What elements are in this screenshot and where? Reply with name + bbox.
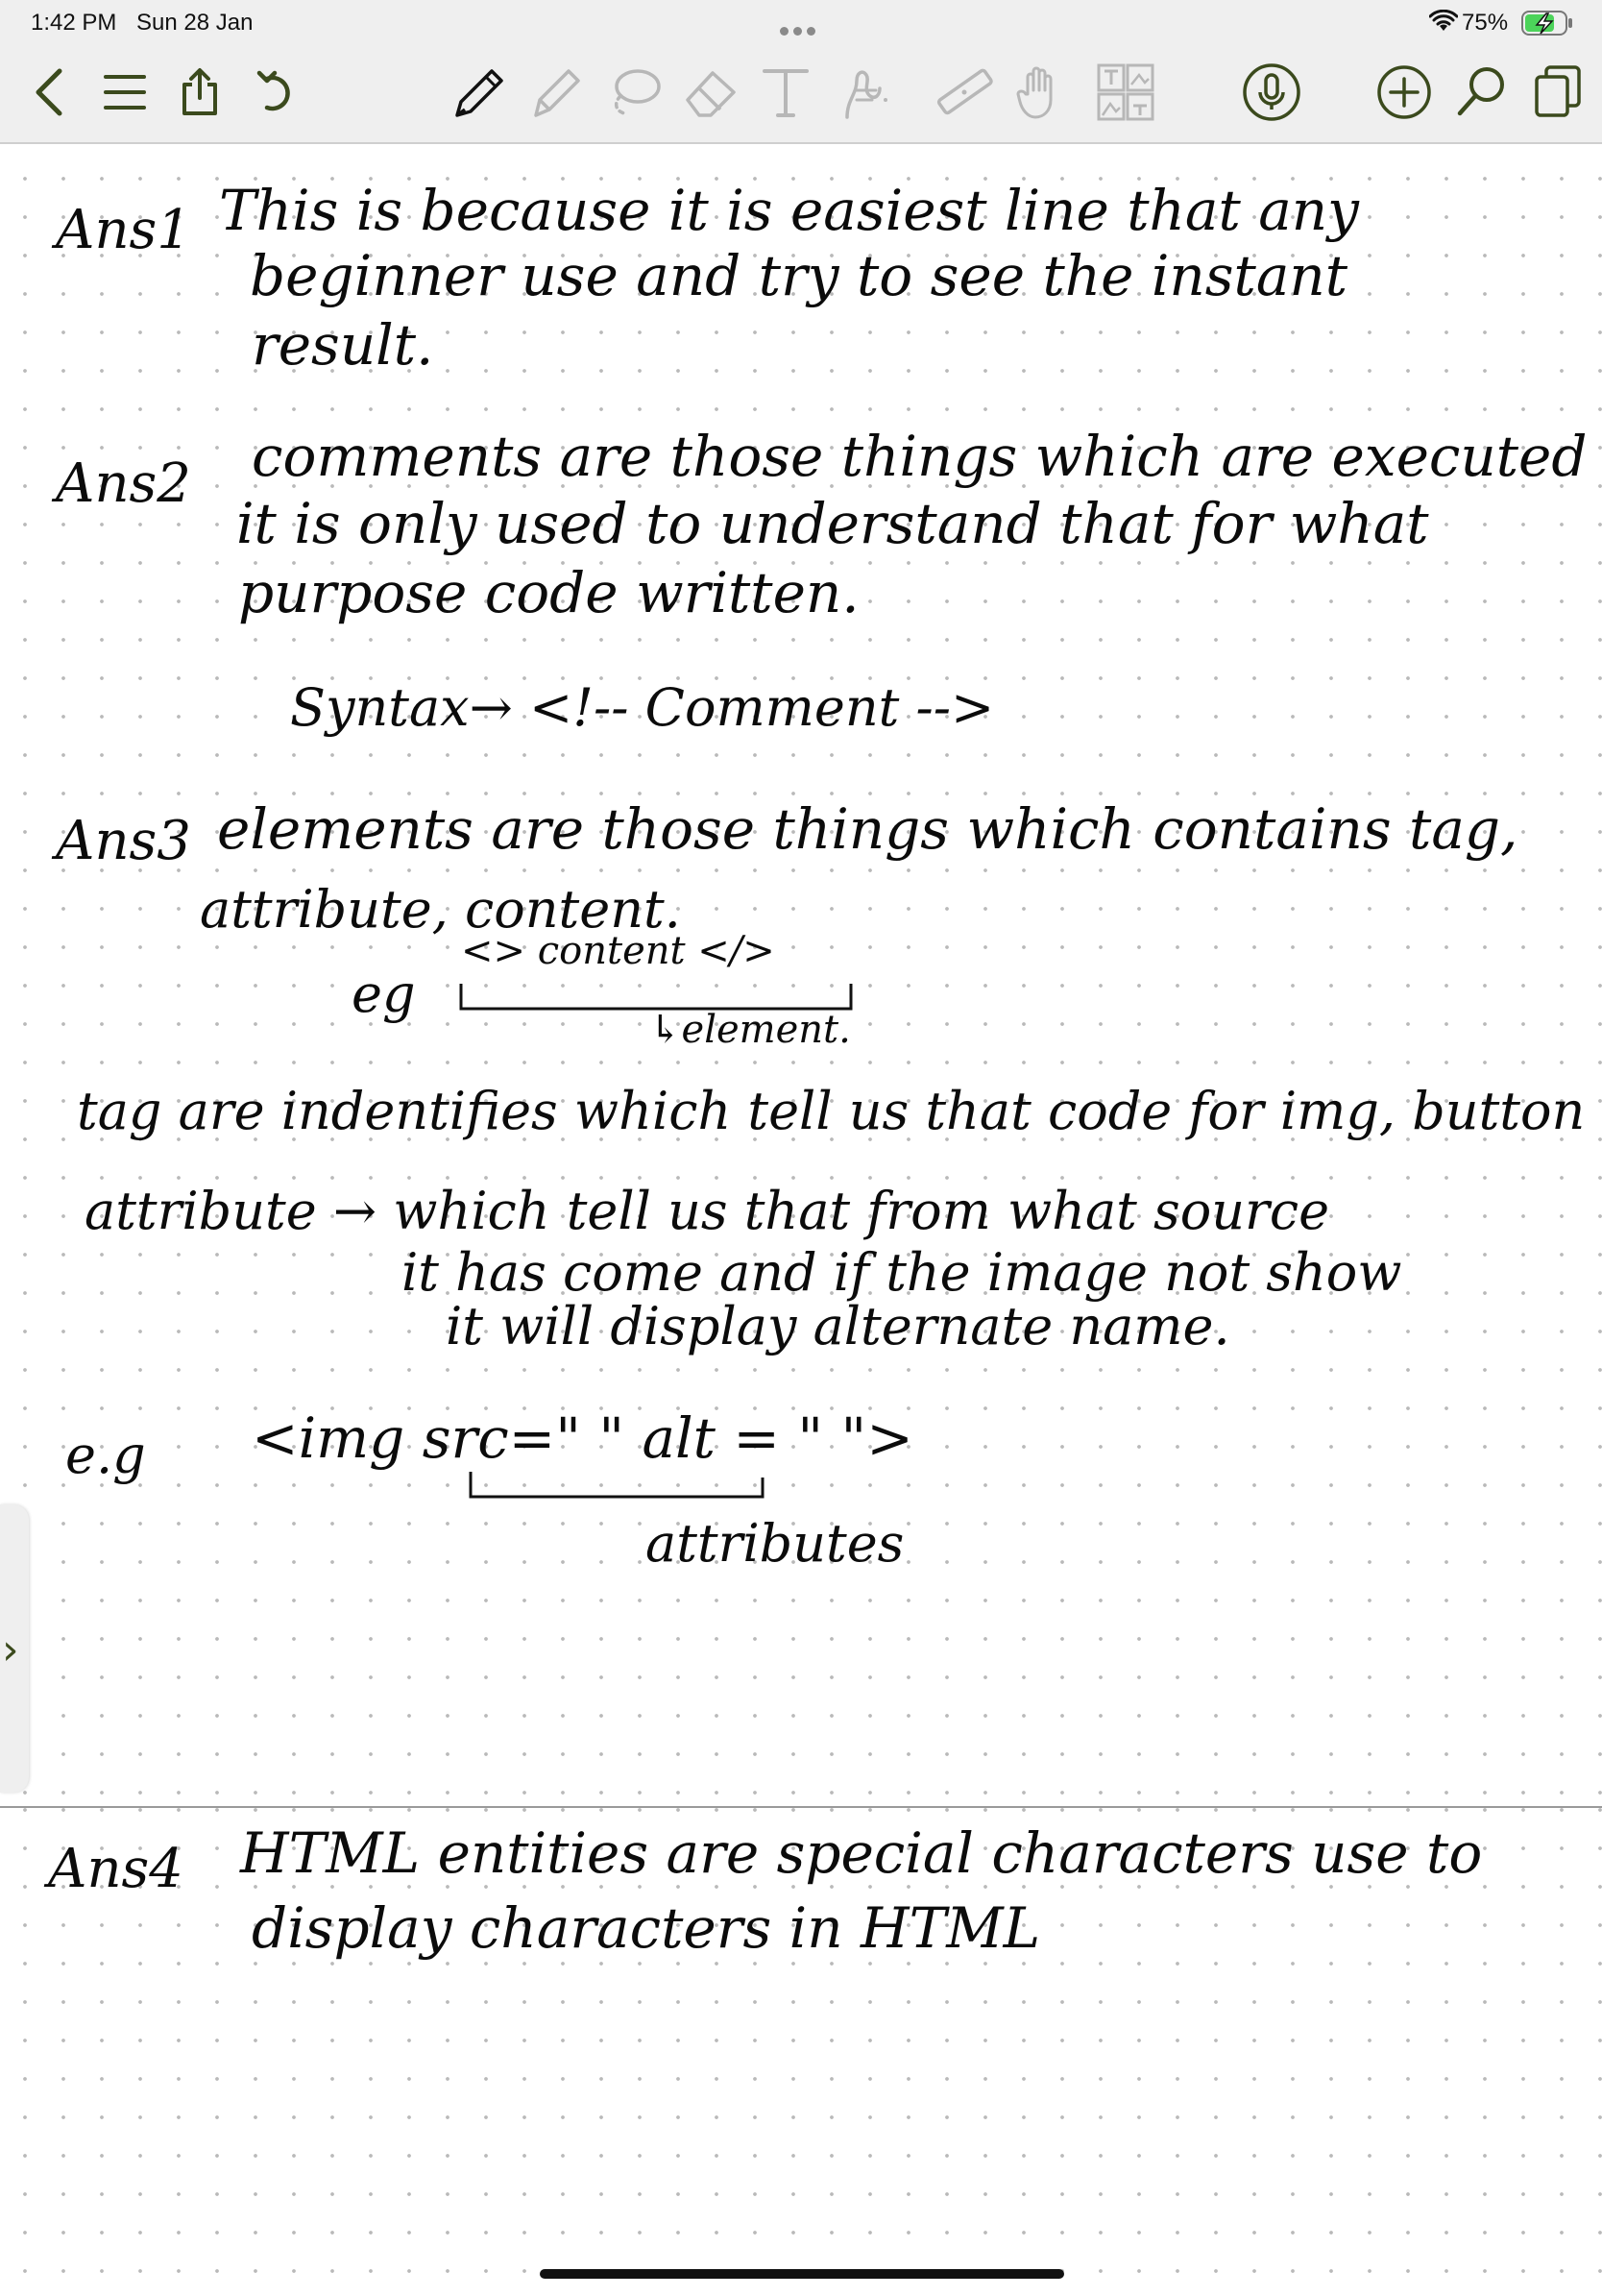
add-icon bbox=[1377, 65, 1431, 119]
ans3-attribute-line1: attribute → which tell us that from what… bbox=[85, 1181, 1330, 1241]
undo-button[interactable] bbox=[246, 61, 307, 123]
ans3-attribute-line3: it will display alternate name. bbox=[446, 1296, 1230, 1356]
ans3-label: Ans3 bbox=[56, 810, 191, 872]
elements-icon bbox=[845, 70, 887, 119]
text-tool[interactable] bbox=[755, 61, 816, 123]
pages-icon bbox=[1535, 65, 1581, 117]
wifi-icon bbox=[1428, 9, 1459, 41]
ruler-icon bbox=[936, 68, 993, 115]
pen-tool[interactable] bbox=[448, 61, 509, 123]
notebook-page-next[interactable]: Ans4 HTML entities are special character… bbox=[0, 1806, 1602, 2296]
hand-icon bbox=[1016, 66, 1053, 119]
eraser-tool[interactable] bbox=[680, 61, 741, 123]
search-button[interactable] bbox=[1450, 61, 1512, 123]
toolbar bbox=[0, 46, 1602, 144]
battery-percent: 75% bbox=[1462, 10, 1509, 36]
layout-tool[interactable] bbox=[1095, 61, 1156, 123]
ans1-label: Ans1 bbox=[56, 199, 191, 261]
status-bar: 1:42 PM Sun 28 Jan 75% bbox=[0, 0, 1602, 46]
ans2-line3: purpose code written. bbox=[238, 560, 860, 625]
chevron-right-icon: › bbox=[2, 1625, 19, 1674]
ans3-eg-code: <> content </> bbox=[461, 929, 775, 973]
hand-tool[interactable] bbox=[1010, 61, 1072, 123]
sidebar-handle[interactable]: › bbox=[0, 1504, 29, 1793]
ans4-line1: HTML entities are special characters use… bbox=[240, 1820, 1483, 1886]
ans3-line1: elements are those things which contains… bbox=[217, 796, 1518, 862]
layout-icon bbox=[1097, 63, 1154, 121]
lasso-tool[interactable] bbox=[603, 61, 665, 123]
record-audio-button[interactable] bbox=[1241, 61, 1302, 123]
multitasking-dots-icon[interactable] bbox=[780, 15, 822, 36]
back-icon bbox=[36, 68, 62, 116]
battery-charging-icon bbox=[1521, 10, 1575, 43]
ans2-label: Ans2 bbox=[56, 452, 191, 515]
add-page-button[interactable] bbox=[1373, 61, 1435, 123]
notebook-page[interactable]: Ans1 This is because it is easiest line … bbox=[0, 144, 1602, 1889]
status-time: 1:42 PM bbox=[31, 10, 117, 36]
menu-icon bbox=[104, 75, 146, 110]
microphone-icon bbox=[1243, 63, 1300, 121]
ans3-tag-line: tag are indentifies which tell us that c… bbox=[77, 1081, 1602, 1141]
ruler-tool[interactable] bbox=[934, 61, 995, 123]
search-icon bbox=[1457, 67, 1504, 116]
ans3-attribute-line2: it has come and if the image not show bbox=[401, 1242, 1402, 1303]
eraser-icon bbox=[686, 71, 736, 117]
element-bracket bbox=[459, 984, 853, 1011]
ans3-eg2-label: e.g bbox=[65, 1425, 146, 1485]
highlighter-tool[interactable] bbox=[524, 61, 586, 123]
menu-button[interactable] bbox=[94, 61, 156, 123]
ans3-eg2-code: <img src=" " alt = " "> bbox=[252, 1405, 913, 1471]
ans3-line2: attribute, content. bbox=[200, 879, 681, 940]
ans1-line1: This is because it is easiest line that … bbox=[219, 178, 1359, 243]
pages-button[interactable] bbox=[1527, 61, 1589, 123]
ans1-line2: beginner use and try to see the instant bbox=[250, 243, 1348, 308]
ans4-line2: display characters in HTML bbox=[252, 1895, 1041, 1961]
ans2-line2: it is only used to understand that for w… bbox=[236, 491, 1429, 556]
ans2-line1: comments are those things which are exec… bbox=[252, 424, 1588, 489]
lasso-icon bbox=[614, 69, 661, 115]
ans3-eg-label: eg bbox=[352, 964, 416, 1024]
ans3-eg2-caption: attributes bbox=[645, 1513, 905, 1574]
status-date: Sun 28 Jan bbox=[136, 10, 254, 36]
ans4-label: Ans4 bbox=[48, 1838, 183, 1900]
undo-icon bbox=[256, 70, 290, 111]
elements-tool[interactable] bbox=[828, 61, 889, 123]
ans3-eg-element: ↳element. bbox=[649, 1008, 851, 1052]
share-button[interactable] bbox=[169, 61, 231, 123]
back-button[interactable] bbox=[19, 61, 81, 123]
attributes-bracket bbox=[469, 1472, 765, 1499]
home-indicator[interactable] bbox=[540, 2269, 1064, 2279]
text-icon bbox=[763, 69, 809, 117]
ans2-syntax: Syntax→ <!-- Comment --> bbox=[290, 677, 995, 738]
highlighter-icon bbox=[534, 69, 580, 117]
ans1-line3: result. bbox=[252, 312, 434, 378]
pen-icon bbox=[455, 69, 503, 117]
share-icon bbox=[182, 68, 217, 115]
